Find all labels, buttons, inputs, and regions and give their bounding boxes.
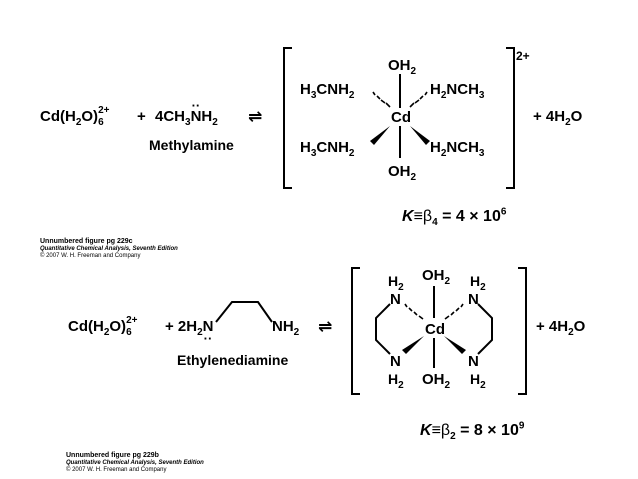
hashed-bond-ul-1 — [372, 91, 391, 108]
complex2-n-ur: N — [468, 291, 479, 308]
complex2-oh2-top: OH2 — [422, 267, 451, 287]
ethylenediamine-formula-left: + 2H2N·· — [165, 318, 214, 346]
complex2-n-lr: N — [468, 353, 479, 370]
complex1-oh2-bottom: OH2 — [388, 163, 417, 183]
hashed-bond-ur-2 — [444, 303, 464, 320]
caption-book-2: Quantitative Chemical Analysis, Seventh … — [66, 460, 204, 466]
complex2-n-ll: N — [390, 353, 401, 370]
complex1-ligand-ul: H3CNH2 — [300, 81, 355, 101]
k-expression-1: K≡β4 = 4 × 106 — [402, 206, 507, 229]
complex2-h2-ur: H2 — [470, 273, 486, 293]
complex2-h2-ll: H2 — [388, 371, 404, 391]
caption-block-2: Unnumbered figure pg 229b Quantitative C… — [66, 452, 204, 474]
complex1-ligand-lr: H2NCH3 — [430, 139, 485, 159]
hashed-bond-ul-2 — [404, 303, 424, 320]
wedge-bond-lr-1 — [410, 126, 430, 145]
plus-sign-1: + — [137, 108, 146, 125]
caption-book-1: Quantitative Chemical Analysis, Seventh … — [40, 246, 178, 252]
wedge-bond-ll-1 — [370, 126, 390, 145]
methylamine-formula: 4CH3··NH2 — [155, 98, 218, 128]
right-bracket-1 — [506, 47, 515, 189]
equilibrium-arrow-1: ⇌ — [248, 107, 263, 126]
ethylenediamine-formula-right: NH2 — [272, 318, 300, 338]
left-bracket-1 — [283, 47, 292, 189]
caption-title-1: Unnumbered figure pg 229c — [40, 238, 133, 245]
wedge-bond-ll-2 — [402, 336, 424, 354]
ethylene-bridge-left — [375, 303, 391, 355]
reactant-cd-aqua-2: Cd(H2O)2+6 — [68, 315, 138, 338]
complex2-n-ul: N — [390, 291, 401, 308]
complex2-metal: Cd — [425, 321, 445, 338]
complex1-metal: Cd — [391, 109, 411, 126]
reactant-cd-aqua-1: Cd(H2O)2+6 — [40, 105, 110, 128]
right-bracket-2 — [518, 267, 527, 395]
product-water-2: + 4H2O — [536, 318, 586, 338]
complex1-charge: 2+ — [516, 49, 530, 63]
equilibrium-arrow-2: ⇌ — [318, 317, 333, 336]
ethylene-bridge — [215, 301, 273, 323]
methylamine-complex: Cd OH2 OH2 H3CNH2 H2NCH3 H3CNH2 H2NCH3 2… — [283, 47, 530, 189]
complex1-oh2-top: OH2 — [388, 57, 417, 77]
complex2-h2-lr: H2 — [470, 371, 486, 391]
complex1-ligand-ur: H2NCH3 — [430, 81, 485, 101]
left-bracket-2 — [351, 267, 360, 395]
k-expression-2: K≡β2 = 8 × 109 — [420, 420, 525, 443]
ethylene-bridge-right — [477, 303, 493, 355]
ethylenediamine-label: Ethylenediamine — [177, 352, 289, 368]
complex1-ligand-ll: H3CNH2 — [300, 139, 355, 159]
caption-copyright-2: © 2007 W. H. Freeman and Company — [66, 467, 167, 473]
complex2-oh2-bottom: OH2 — [422, 371, 451, 391]
caption-block-1: Unnumbered figure pg 229c Quantitative C… — [40, 238, 178, 260]
hashed-bond-ur-1 — [409, 91, 428, 108]
wedge-bond-lr-2 — [444, 336, 466, 354]
ethylenediamine-complex: Cd OH2 OH2 H2 N H2 N N H2 N H2 — [351, 267, 527, 395]
complex2-h2-ul: H2 — [388, 273, 404, 293]
methylamine-label: Methylamine — [149, 137, 234, 153]
caption-copyright-1: © 2007 W. H. Freeman and Company — [40, 253, 141, 259]
ethylenediamine-chain — [215, 301, 273, 323]
caption-title-2: Unnumbered figure pg 229b — [66, 452, 159, 459]
product-water-1: + 4H2O — [533, 108, 583, 128]
